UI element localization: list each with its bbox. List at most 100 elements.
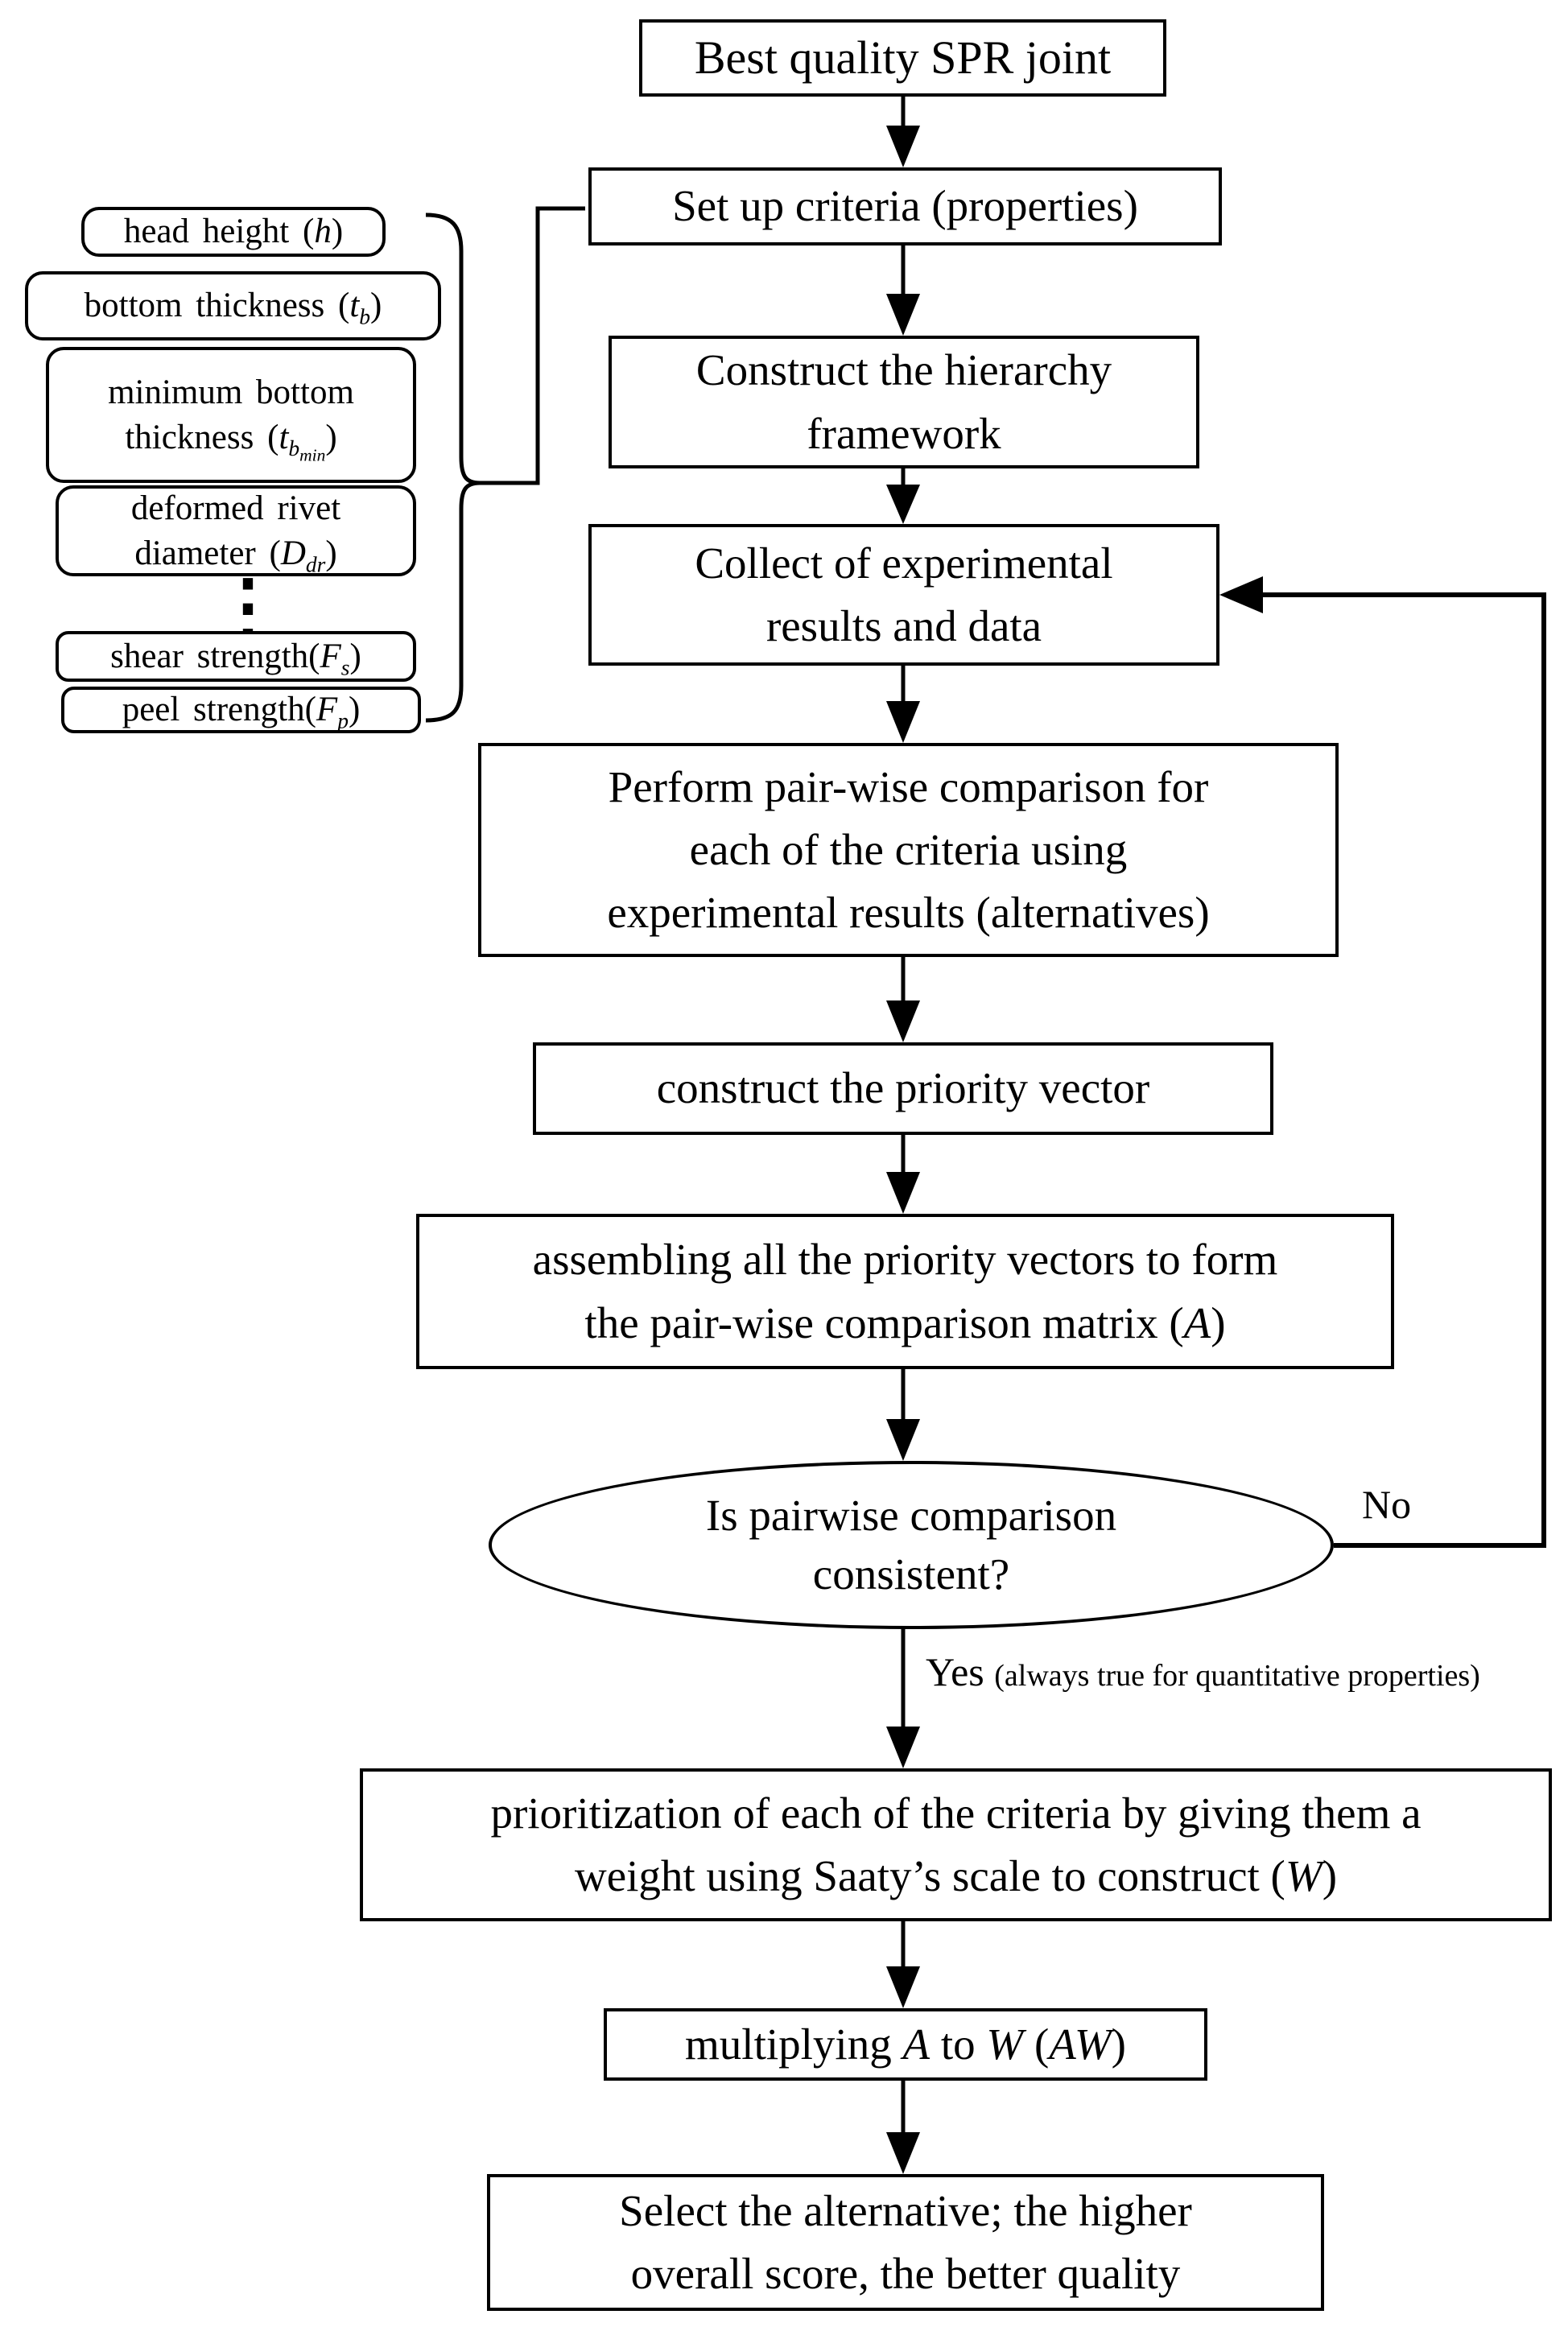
criterion-deformed-rivet: deformed rivet diameter (Ddr) — [56, 485, 416, 576]
node-label-line: each of the criteria using — [689, 824, 1128, 874]
no-feedback-arrow-head — [1219, 576, 1263, 613]
node-best-quality: Best quality SPR joint — [639, 19, 1166, 97]
text-part: ) — [331, 212, 344, 251]
arrow-head — [886, 294, 920, 336]
text-part: ) — [325, 418, 337, 456]
criteria-ellipsis-dots: ⋮ — [211, 566, 285, 648]
bracket-to-setup-connector — [480, 206, 585, 485]
node-label: Set up criteria (properties) — [672, 181, 1138, 231]
yes-text: Yes — [926, 1649, 984, 1694]
criterion-label-line: minimum bottom — [108, 373, 354, 411]
node-label-line: Perform pair-wise comparison for — [608, 761, 1209, 811]
criterion-peel-strength: peel strength(Fp) — [61, 687, 421, 733]
criterion-label-line: diameter (Ddr) — [134, 531, 336, 576]
math-var: h — [314, 212, 332, 251]
criterion-min-bottom-thickness: minimum bottom thickness (tbmin) — [46, 347, 416, 483]
node-setup-criteria: Set up criteria (properties) — [588, 167, 1222, 245]
criterion-label: peel strength(Fp) — [122, 687, 361, 732]
node-label-line: results and data — [765, 601, 1042, 650]
no-branch-label: No — [1362, 1482, 1412, 1527]
criteria-bracket — [425, 212, 481, 723]
math-var: W — [1285, 1851, 1322, 1900]
node-collect-data: Collect of experimental results and data — [588, 524, 1219, 666]
text-part: diameter ( — [134, 534, 281, 572]
node-label: Best quality SPR joint — [694, 31, 1112, 84]
criterion-label: shear strength(Fs) — [110, 634, 361, 679]
criterion-label-line: deformed rivet — [130, 489, 341, 527]
node-priority-vector: construct the priority vector — [533, 1042, 1273, 1135]
yes-note-text: (always true for quantitative properties… — [994, 1659, 1480, 1693]
criterion-bottom-thickness: bottom thickness (tb) — [25, 271, 441, 340]
criterion-shear-strength: shear strength(Fs) — [56, 631, 416, 682]
text-part: head height ( — [123, 212, 315, 251]
node-label-line: assembling all the priority vectors to f… — [532, 1235, 1278, 1285]
node-label-line: the pair-wise comparison matrix (A) — [584, 1292, 1225, 1355]
text-part: ) — [348, 691, 361, 729]
math-sub: b — [359, 303, 371, 329]
node-multiply-aw: multiplying A to W (AW) — [604, 2008, 1207, 2081]
arrow-head — [886, 1419, 920, 1461]
node-construct-hierarchy: Construct the hierarchy framework — [609, 336, 1199, 468]
arrow-head — [886, 485, 920, 524]
node-label-line: framework — [807, 408, 1001, 458]
math-var: A — [1183, 1298, 1211, 1347]
arrow-head — [886, 1727, 920, 1768]
criterion-label: bottom thickness (tb) — [85, 283, 382, 328]
math-var: A — [902, 2019, 930, 2069]
text-part: ) — [370, 287, 382, 325]
text-part: bottom thickness ( — [84, 287, 350, 325]
node-assemble-matrix: assembling all the priority vectors to f… — [416, 1214, 1394, 1369]
text-part: peel strength( — [122, 691, 316, 729]
node-label-line: Select the alternative; the higher — [619, 2185, 1192, 2235]
yes-branch-label: Yes (always true for quantitative proper… — [926, 1648, 1480, 1695]
node-select-alternative: Select the alternative; the higher overa… — [487, 2174, 1324, 2311]
node-label-line: weight using Saaty’s scale to construct … — [575, 1845, 1337, 1908]
node-pairwise-comparison: Perform pair-wise comparison for each of… — [478, 743, 1339, 957]
arrow-head — [886, 126, 920, 167]
math-var: F — [316, 691, 338, 729]
criterion-label: head height (h) — [124, 209, 343, 254]
text-part: the pair-wise comparison matrix ( — [584, 1298, 1184, 1347]
node-label-line: multiplying A to W (AW) — [685, 2013, 1126, 2076]
text-part: ) — [325, 534, 337, 572]
math-var: t — [279, 418, 289, 456]
node-prioritization: prioritization of each of the criteria b… — [360, 1768, 1552, 1921]
criterion-label-line: thickness (tbmin) — [125, 415, 337, 464]
arrow-head — [886, 1966, 920, 2008]
arrow-head — [886, 1172, 920, 1214]
math-sub: s — [340, 654, 350, 680]
math-var: W — [986, 2019, 1024, 2069]
text-part: ) — [1111, 2019, 1126, 2069]
math-sub: p — [337, 708, 349, 733]
arrow-head — [886, 2132, 920, 2174]
math-var: t — [349, 287, 360, 325]
no-feedback-line — [1261, 592, 1546, 1548]
decision-label-line: consistent? — [812, 1549, 1010, 1599]
text-part: thickness ( — [125, 418, 279, 456]
arrow-head — [886, 1000, 920, 1042]
text-part: shear strength( — [110, 637, 320, 675]
math-var: AW — [1049, 2019, 1112, 2069]
math-sub: dr — [305, 551, 326, 577]
math-subsub: min — [299, 445, 326, 465]
math-var: D — [280, 534, 306, 572]
decision-label-line: Is pairwise comparison — [705, 1490, 1117, 1540]
node-label: construct the priority vector — [656, 1063, 1150, 1113]
arrow-head — [886, 701, 920, 743]
text-part: ) — [1322, 1851, 1338, 1900]
node-label-line: Collect of experimental — [695, 538, 1113, 588]
node-label-line: Construct the hierarchy — [695, 345, 1112, 395]
math-var: F — [320, 637, 341, 675]
text-part: ) — [1211, 1298, 1226, 1347]
text-part: weight using Saaty’s scale to construct … — [574, 1851, 1285, 1900]
text-part: multiplying — [685, 2019, 903, 2069]
text-part: ( — [1023, 2019, 1050, 2069]
math-sub: b — [288, 435, 300, 461]
node-label-line: experimental results (alternatives) — [607, 888, 1210, 938]
node-label-line: prioritization of each of the criteria b… — [490, 1788, 1422, 1838]
node-label-line: overall score, the better quality — [630, 2249, 1181, 2298]
decision-consistency: Is pairwise comparison consistent? — [489, 1461, 1334, 1629]
criterion-head-height: head height (h) — [81, 207, 386, 257]
